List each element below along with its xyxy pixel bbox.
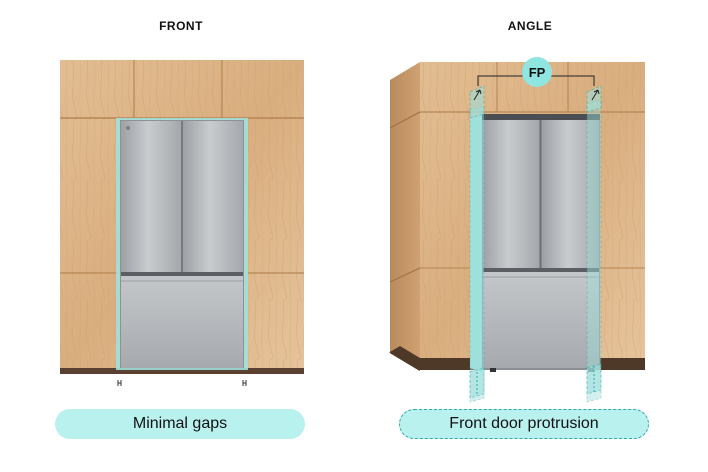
front-door-protrusion-label: Front door protrusion xyxy=(449,415,599,432)
front-door-protrusion-caption: Front door protrusion xyxy=(399,409,649,439)
minimal-gaps-label: Minimal gaps xyxy=(132,415,228,432)
front-refrigerator xyxy=(120,120,244,368)
fp-badge-label: FP xyxy=(529,65,546,80)
front-view-title: FRONT xyxy=(159,19,203,33)
angle-refrigerator xyxy=(470,114,600,372)
angle-protrusion-guides xyxy=(469,75,602,403)
minimal-gaps-caption: Minimal gaps xyxy=(55,409,305,439)
front-gap-markers xyxy=(117,380,247,386)
fp-badge: FP xyxy=(522,57,552,87)
angle-view-title: ANGLE xyxy=(507,19,553,33)
